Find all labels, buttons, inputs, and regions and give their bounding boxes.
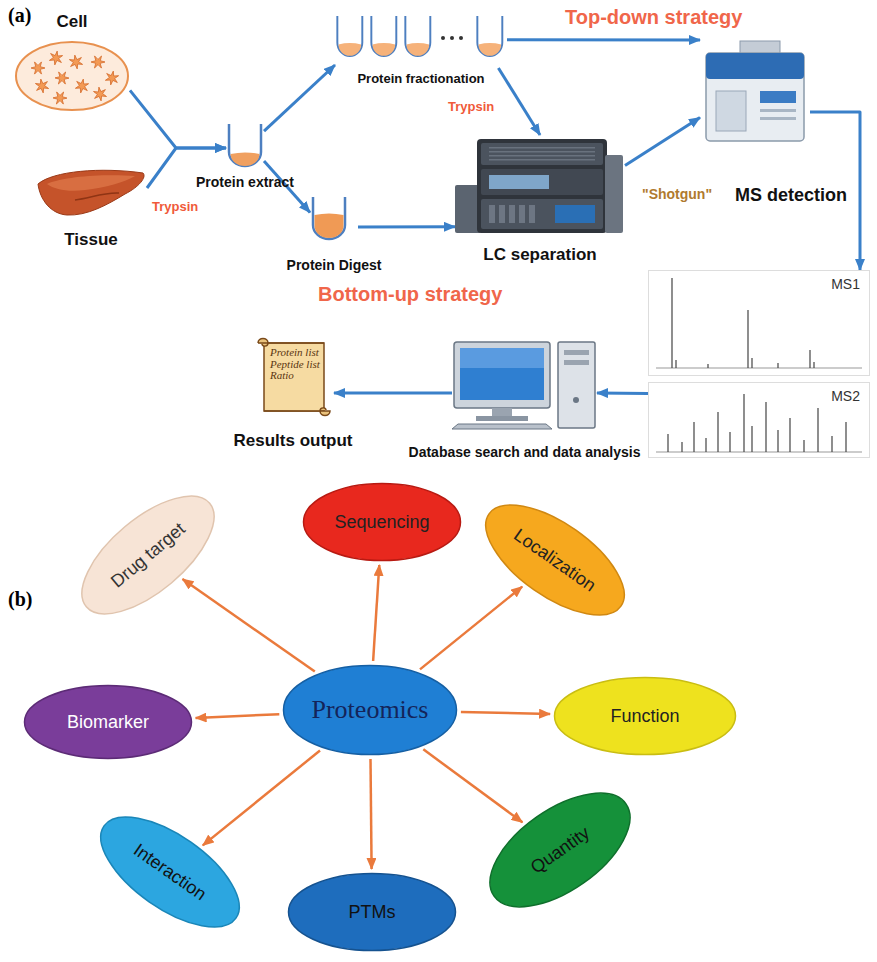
process-icon: MS detection [700,35,810,145]
topic-ellipse: Localization [466,482,644,638]
process-icon: LC separation [455,135,625,237]
frac-illustration [335,8,507,68]
node-label: Protein list Peptide list Ratio [270,347,320,382]
topic-ellipse: Interaction [81,794,259,950]
flow-arrow [203,751,320,846]
topic-ellipse: Quantity [469,769,652,932]
panel-label: (b) [8,588,32,611]
flow-arrow [625,118,700,166]
topic-ellipse: Sequencing [302,482,462,562]
node-label: Proteomics [312,695,429,725]
node-label: Protein fractionation [357,72,484,87]
liver-illustration [35,168,147,218]
edge-label: "Shotgun" [640,186,714,202]
flow-arrow [371,759,372,869]
process-icon: MS2 [648,382,870,458]
flow-arrow [130,90,226,148]
node-label: Sequencing [334,512,429,533]
pc-illustration [452,340,597,430]
tubeO-illustration [226,122,264,168]
process-icon: Protein extract [226,122,264,168]
node-label: MS1 [831,276,860,292]
node-label: Biomarker [67,712,149,733]
flow-arrow [507,38,700,41]
flow-arrow [334,392,452,395]
process-icon: Protein list Peptide list RatioResults o… [252,335,334,419]
process-icon: MS1 [648,270,870,376]
lc-illustration [455,135,625,237]
topic-ellipse: Function [553,676,737,756]
strategy-label: Top-down strategy [565,6,742,29]
topic-ellipse: PTMs [287,872,457,952]
node-label: Cell [56,12,87,32]
topic-ellipse: Biomarker [23,684,193,760]
flow-arrow [420,587,522,670]
node-label: Tissue [64,230,118,250]
process-icon: Database search and data analysis [452,340,597,430]
flow-arrow [264,65,335,131]
flow-arrow [423,749,522,822]
ms-illustration [700,35,810,145]
node-label: LC separation [483,245,596,265]
tubeD-illustration [310,195,358,253]
node-label: MS2 [831,388,860,404]
edge-label: Trypsin [150,200,200,215]
node-label: Results output [234,431,353,451]
node-label: Protein extract [196,174,294,190]
process-icon: Protein fractionation [335,8,507,68]
cell-illustration [14,40,130,112]
topic-ellipse: Drug target [61,473,235,637]
node-label: Function [610,706,679,727]
process-icon: Cell [14,40,130,112]
process-icon: Tissue [35,168,147,218]
node-label: MS detection [735,185,847,206]
flow-arrow [373,565,379,661]
edge-label: Trypsin [446,100,496,115]
flow-arrow [183,579,315,671]
process-icon: Protein Digest [310,195,358,253]
node-label: PTMs [349,902,396,923]
topic-ellipse: Proteomics [282,664,458,756]
flow-arrow [358,225,455,228]
node-label: Protein Digest [287,257,382,273]
panel-label: (a) [8,4,31,27]
flow-arrow [196,714,280,718]
flow-arrow [498,68,540,135]
strategy-label: Bottom-up strategy [318,283,502,306]
node-label: Database search and data analysis [409,444,641,460]
flow-arrow [597,392,648,395]
flow-arrow [461,712,550,714]
